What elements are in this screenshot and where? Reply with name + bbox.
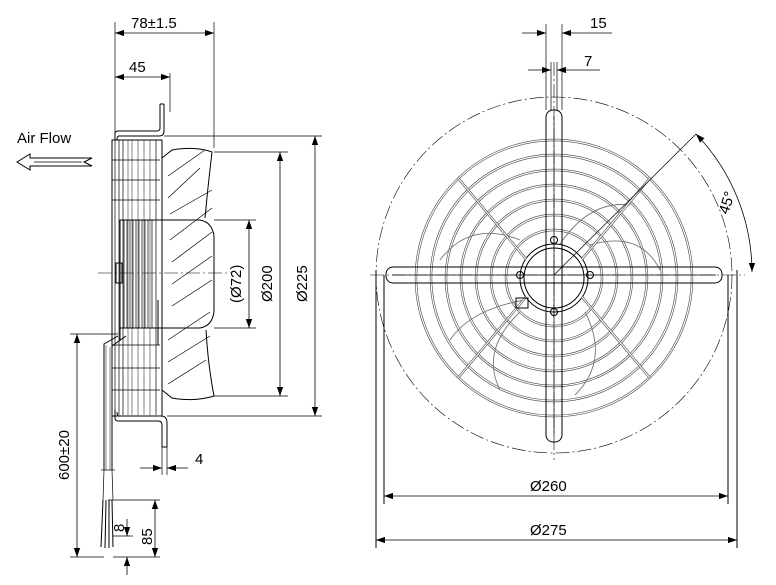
air-flow-arrow-icon xyxy=(16,153,93,171)
dim-outer-dia: Ø260 xyxy=(384,478,728,500)
dim-impeller-dia-label: Ø200 xyxy=(259,265,276,302)
dim-depth-label: 78±1.5 xyxy=(131,15,177,32)
dim-strip-label: 8 xyxy=(111,524,128,532)
front-view: 45° 15 7 Ø260 Ø275 xyxy=(370,15,756,548)
side-cable xyxy=(100,335,127,549)
dim-hub-dia-label: (Ø72) xyxy=(228,265,245,303)
side-guard-grid xyxy=(112,140,160,415)
dim-outer-dia-label: Ø260 xyxy=(530,478,567,495)
dim-flange: 4 xyxy=(140,447,203,475)
dim-bar-inner: 7 xyxy=(528,53,600,110)
dim-frame-dia-label: Ø275 xyxy=(530,522,567,539)
dim-bar-inner-label: 7 xyxy=(584,53,592,70)
side-impeller-blades xyxy=(161,147,215,401)
air-flow-label: Air Flow xyxy=(17,130,71,147)
front-vertical-bar xyxy=(545,109,563,443)
front-guard-spokes xyxy=(457,177,651,379)
side-motor xyxy=(115,219,163,329)
dim-cable-length-label: 600±20 xyxy=(56,430,73,480)
dim-angle: 45° xyxy=(553,133,756,276)
dim-frame-dia: Ø275 xyxy=(376,522,737,544)
dim-guard-dia-label: Ø225 xyxy=(294,265,311,302)
front-impeller-blades xyxy=(439,204,661,396)
dim-guard-depth-label: 45 xyxy=(129,59,146,76)
dim-bar-width: 15 xyxy=(522,15,612,110)
dim-bar-width-label: 15 xyxy=(590,15,607,32)
dim-angle-label: 45° xyxy=(716,189,739,216)
side-view: Air Flow 78±1.5 45 (Ø72) xyxy=(16,15,322,575)
dim-flange-label: 4 xyxy=(195,451,203,468)
front-hub xyxy=(523,247,585,309)
dim-wire-end-label: 85 xyxy=(139,528,156,545)
dim-hub-dia: (Ø72) xyxy=(214,219,256,329)
side-mount-strut xyxy=(119,300,159,345)
air-flow-indicator: Air Flow xyxy=(16,130,93,171)
front-terminal-box xyxy=(515,297,529,309)
dim-guard-depth: 45 xyxy=(115,59,171,112)
side-impeller-hub xyxy=(162,219,215,329)
dim-guard-dia: Ø225 xyxy=(164,135,322,417)
side-top-bracket xyxy=(114,104,165,141)
dim-depth: 78±1.5 xyxy=(114,15,215,148)
dim-impeller-dia: Ø200 xyxy=(214,151,288,397)
dim-cable-length: 600±20 xyxy=(56,333,118,558)
dim-wire-ends: 8 85 xyxy=(108,499,160,575)
